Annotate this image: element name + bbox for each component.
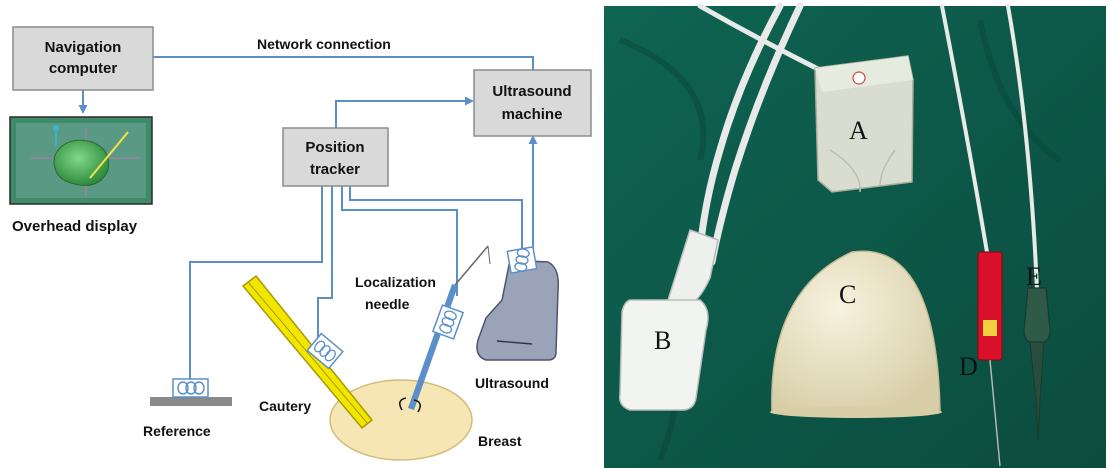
navigation-diagram: Navigation computer Network connection U…	[10, 27, 591, 460]
position-tracker-label-1: Position	[305, 139, 364, 156]
label-e: E	[1026, 262, 1042, 291]
cautery-label: Cautery	[259, 398, 311, 414]
tracker-to-ultrasound-line	[336, 101, 472, 128]
breast-shape	[330, 380, 472, 460]
breast-label: Breast	[478, 433, 522, 449]
localization-needle-label-2: needle	[365, 296, 410, 312]
label-b: B	[654, 326, 671, 355]
position-tracker-label-2: tracker	[310, 161, 360, 178]
navigation-computer-box: Navigation computer	[13, 27, 153, 90]
reference-base	[150, 379, 232, 406]
ultrasound-probe	[477, 247, 558, 360]
network-connection-label: Network connection	[257, 36, 391, 52]
position-tracker-box: Position tracker	[283, 128, 388, 186]
label-d: D	[959, 352, 978, 381]
label-a: A	[849, 116, 868, 145]
ultrasound-machine-label-1: Ultrasound	[492, 83, 571, 100]
connector-lines	[83, 57, 533, 380]
ultrasound-machine-label-2: machine	[502, 106, 563, 123]
navigation-computer-label-1: Navigation	[45, 39, 122, 56]
reference-label: Reference	[143, 423, 211, 439]
navigation-computer-label-2: computer	[49, 60, 118, 77]
ultrasound-label: Ultrasound	[475, 375, 549, 391]
overhead-display-image	[10, 117, 152, 204]
ultrasound-machine-box: Ultrasound machine	[474, 70, 591, 136]
equipment-photo: A B C D E	[604, 6, 1106, 468]
label-c: C	[839, 280, 856, 309]
overhead-display-label: Overhead display	[12, 218, 138, 235]
localization-needle-label-1: Localization	[355, 274, 436, 290]
tracker-to-probe-line	[350, 186, 522, 255]
